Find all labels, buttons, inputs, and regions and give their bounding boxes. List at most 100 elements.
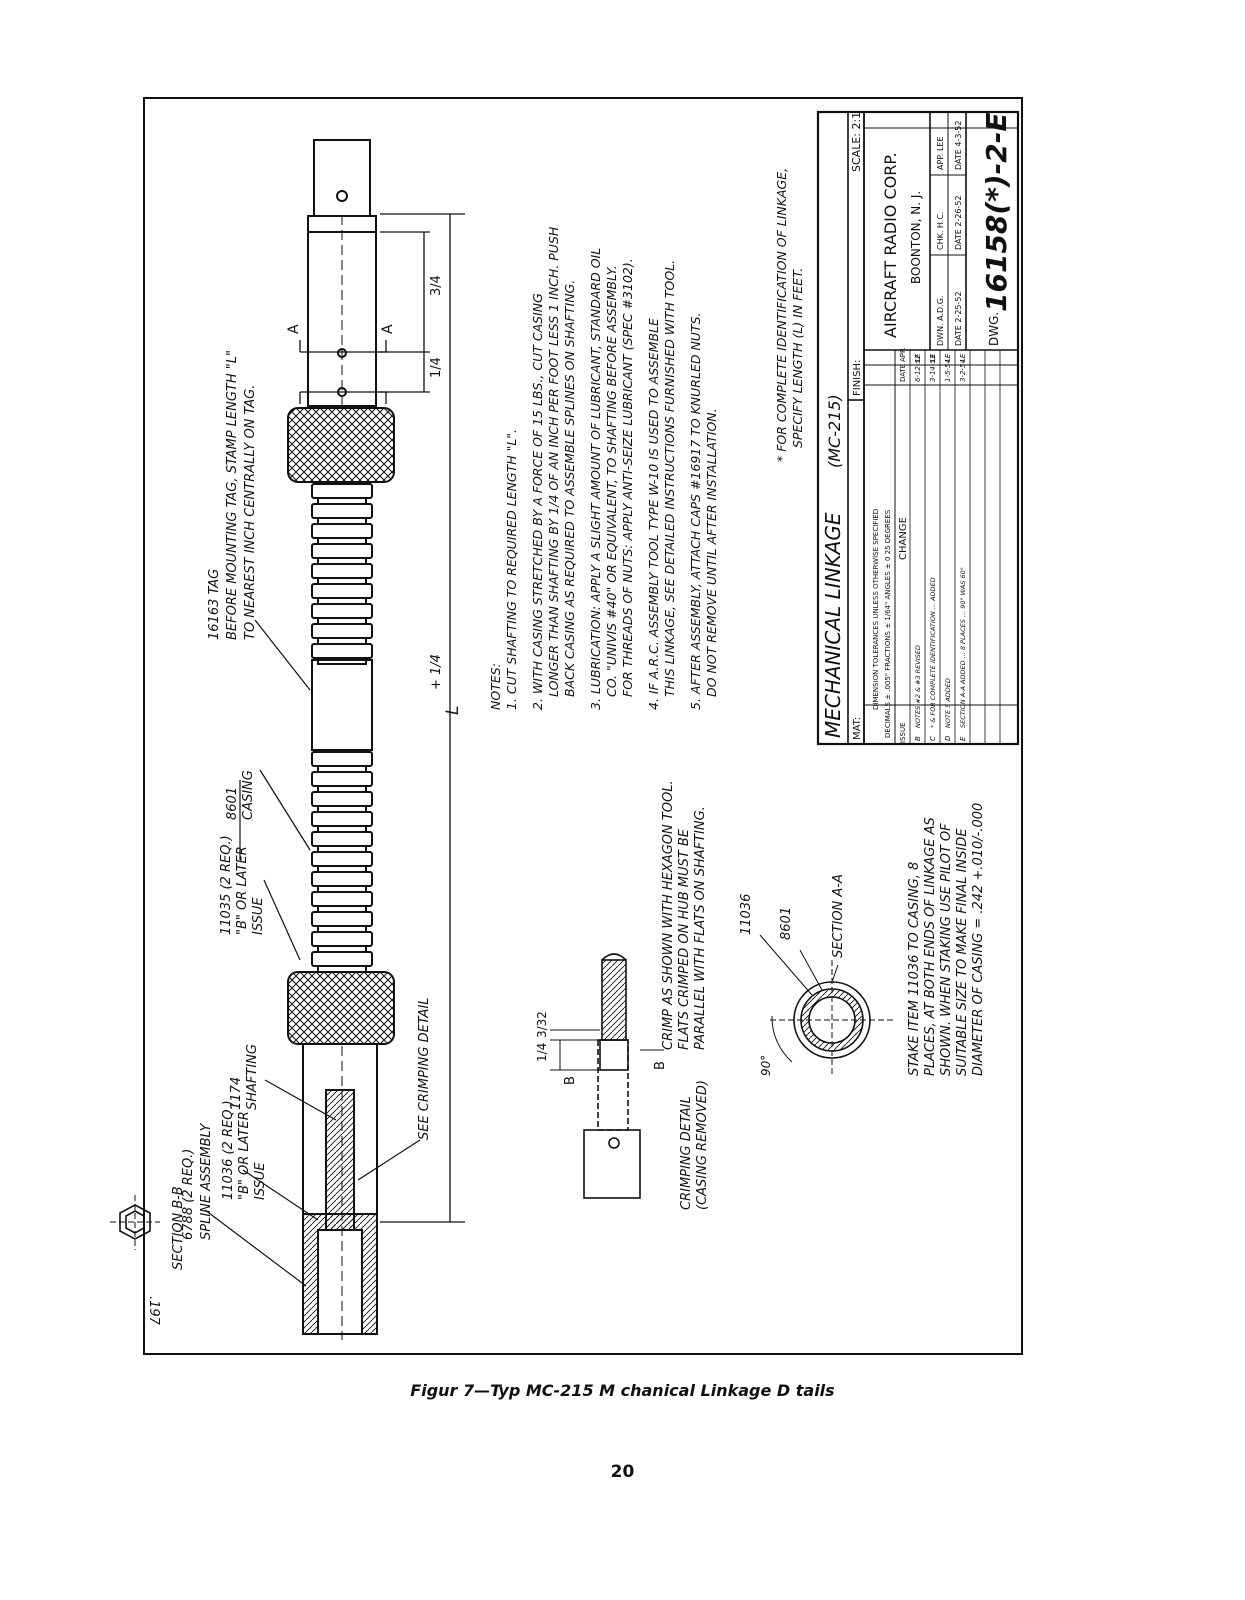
tolerance-line-2: DECIMALS ± .005" FRACTIONS ± 1/64" ANGLE… [884, 509, 892, 738]
page-number: 20 [610, 1462, 635, 1482]
callout-11036-issue2: ISSUE [253, 1162, 268, 1200]
note-2b: LONGER THAN SHAFTING BY 1/4 OF AN INCH P… [546, 226, 561, 697]
note-4a: 4. IF A.R.C. ASSEMBLY TOOL TYPE W-10 IS … [646, 318, 661, 710]
section-a-mark-2: A [380, 324, 396, 334]
knurled-nut-top [287, 407, 395, 483]
dwg-label: DWG. [987, 312, 1001, 346]
casing-rib [311, 603, 373, 619]
note-1: 1. CUT SHAFTING TO REQUIRED LENGTH "L". [504, 429, 519, 710]
knurled-nut-bottom [287, 971, 395, 1045]
revision-change: SECTION A-A ADDED ... 8 PLACES ... 90° W… [959, 567, 967, 728]
revision-change: NOTES #2 & #3 REVISED [914, 645, 922, 728]
revision-app: LE [929, 353, 937, 362]
section-aa-11036: 11036 [739, 894, 754, 935]
callout-casing: CASING [241, 770, 256, 820]
length-l-label: L [443, 706, 463, 715]
casing-rib [311, 811, 373, 827]
notes-block: NOTES: 1. CUT SHAFTING TO REQUIRED LENGT… [488, 168, 805, 710]
dwg-number: 16158(*)-2-E [980, 113, 1013, 313]
length-tolerance: + 1/4 [429, 654, 444, 690]
note-5b: DO NOT REMOVE UNTIL AFTER INSTALLATION. [704, 408, 719, 697]
date-checked: DATE 2-26-52 [954, 195, 963, 250]
revision-date: 6-12-52 [914, 354, 922, 382]
callout-see-crimping: SEE CRIMPING DETAIL [417, 997, 432, 1140]
callout-tag-line2: TO NEAREST INCH CENTRALLY ON TAG. [243, 385, 258, 640]
notes-heading: NOTES: [488, 663, 503, 710]
casing-rib [311, 911, 373, 927]
note-2a: 2. WITH CASING STRETCHED BY A FORCE OF 1… [530, 293, 545, 710]
crimp-b-mark-1: B [563, 1076, 578, 1085]
col-change: CHANGE [898, 517, 909, 560]
section-aa-label: SECTION A-A [831, 874, 846, 958]
dim-3-4: 3/4 [429, 275, 444, 296]
drawing-frame [143, 97, 1023, 1355]
callout-shafting: SHAFTING [245, 1044, 260, 1110]
casing-rib [311, 871, 373, 887]
section-bb-dim: .197 [146, 1296, 161, 1326]
crimp-note-3: PARALLEL WITH FLATS ON SHAFTING. [693, 806, 708, 1050]
stake-note-2: PLACES, AT BOTH ENDS OF LINKAGE AS [923, 817, 938, 1076]
casing-rib [311, 751, 373, 767]
casing-rib [311, 563, 373, 579]
date-drawn: DATE 2-25-52 [954, 291, 963, 346]
note-3c: FOR THREADS OF NUTS: APPLY ANTI-SEIZE LU… [620, 258, 635, 697]
col-app: APP. [899, 348, 907, 362]
scale-label: SCALE: 2:1 [850, 112, 863, 172]
date-approved: DATE 4-3-52 [954, 121, 963, 171]
callout-tag-line1: BEFORE MOUNTING TAG, STAMP LENGTH "L" [225, 350, 240, 640]
section-bb-view [110, 1195, 160, 1250]
revision-app: LE [959, 353, 967, 362]
revision-issue: C [929, 736, 937, 741]
casing-rib [311, 791, 373, 807]
stake-note-5: DIAMETER OF CASING = .242 +.010/-.000 [971, 803, 986, 1076]
crimp-dim-3-32: 3/32 [535, 1011, 549, 1038]
figure-caption: Figur 7—Typ MC-215 M chanical Linkage D … [410, 1381, 835, 1400]
callout-1174: 1174 [229, 1077, 244, 1110]
callout-11035-issue2: ISSUE [251, 897, 266, 935]
revision-app: LE [914, 353, 922, 362]
leader-lines [204, 619, 421, 1287]
crimping-subtitle: (CASING REMOVED) [695, 1080, 710, 1210]
linkage-assembly [287, 139, 395, 1340]
note-5a: 5. AFTER ASSEMBLY, ATTACH CAPS #16917 TO… [688, 313, 703, 711]
casing-rib [311, 503, 373, 519]
title-block [816, 110, 1020, 746]
revision-change: * & FOR COMPLETE IDENTIFICATION ... ADDE… [929, 577, 937, 728]
revision-change: NOTE 5 ADDED [944, 678, 952, 728]
casing-rib [311, 851, 373, 867]
stake-note-1: STAKE ITEM 11036 TO CASING, 8 [907, 862, 922, 1076]
callout-11036-issue: "B" OR LATER [237, 1111, 252, 1200]
casing-rib [311, 931, 373, 947]
section-aa-view [759, 934, 894, 1075]
casing-rib [311, 831, 373, 847]
tag [311, 659, 373, 751]
casing-rib [311, 771, 373, 787]
col-date: DATE [899, 364, 907, 382]
finish-label: FINISH: [852, 360, 863, 396]
note-4b: THIS LINKAGE, SEE DETAILED INSTRUCTIONS … [662, 260, 677, 697]
crimping-title: CRIMPING DETAIL [679, 1096, 694, 1210]
col-issue: ISSUE [899, 723, 907, 744]
checked-by: CHK. H.C. [936, 212, 945, 250]
section-aa-angle: 90° [759, 1055, 773, 1076]
casing-rib [311, 483, 373, 499]
crimp-note-1: CRIMP AS SHOWN WITH HEXAGON TOOL. [661, 780, 676, 1050]
revision-app: LE [944, 353, 952, 362]
casing-rib [311, 543, 373, 559]
callout-11035-qty: 11035 (2 REQ.) [219, 835, 234, 935]
company-city: BOONTON, N. J. [909, 191, 923, 284]
fitting-hole-icon [336, 190, 348, 202]
approved-by: APP. LEE [936, 136, 945, 170]
casing-rib [311, 523, 373, 539]
casing-rib [311, 583, 373, 599]
note-3b: CO. "UNIVIS #40" OR EQUIVALENT, TO SHAFT… [604, 265, 619, 697]
tolerance-line-1: DIMENSION TOLERANCES UNLESS OTHERWISE SP… [872, 509, 880, 710]
crimp-note-2: FLATS CRIMPED ON HUB MUST BE [677, 828, 692, 1050]
title-block-text: MECHANICAL LINKAGE (MC-215) MAT: FINISH:… [821, 112, 1013, 743]
star-note-2: SPECIFY LENGTH (L) IN FEET. [790, 268, 805, 448]
callouts: 6788 (2 REQ.) SPLINE ASSEMBLY 11036 (2 R… [181, 350, 432, 1240]
stake-note-3: SHOWN. WHEN STAKING USE PILOT OF [939, 823, 954, 1076]
section-aa-8601: 8601 [779, 907, 794, 940]
section-aa-markers [299, 213, 465, 1223]
